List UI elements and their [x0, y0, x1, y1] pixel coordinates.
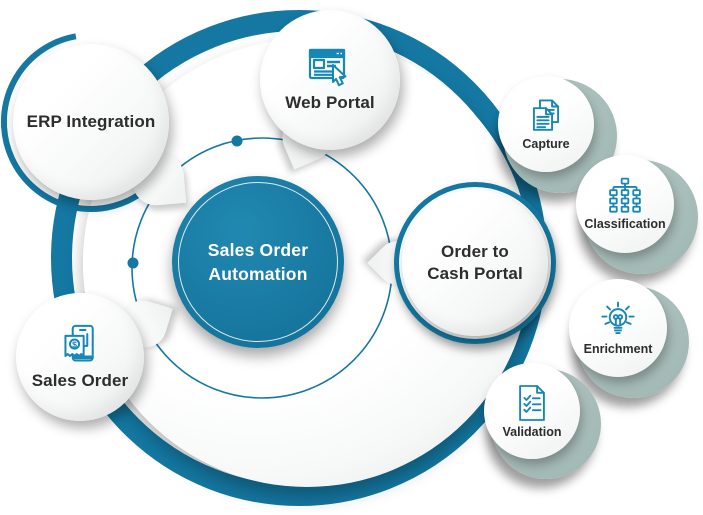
sales-order-label: Sales Order — [31, 370, 129, 390]
browser-cursor-icon — [308, 48, 347, 86]
validation-label: Validation — [502, 425, 562, 439]
hierarchy-icon — [609, 177, 641, 213]
node-sales-order: $ Sales Order — [16, 293, 144, 421]
svg-text:$: $ — [72, 339, 77, 349]
web-portal-label: Web Portal — [285, 92, 375, 112]
step-capture: Capture — [498, 76, 594, 172]
center-node-sales-order-automation: Sales Order Automation — [172, 176, 344, 348]
order-to-cash-line2: Cash Portal — [427, 264, 523, 283]
mobile-invoice-icon: $ — [64, 324, 94, 361]
center-label: Sales Order Automation — [208, 238, 308, 286]
lightbulb-icon — [601, 301, 635, 334]
node-web-portal: Web Portal — [260, 10, 400, 150]
node-order-to-cash: Order to Cash Portal — [402, 190, 548, 336]
orbit-dot-left — [127, 257, 139, 269]
erp-accent-arc — [0, 33, 149, 212]
step-enrichment: Enrichment — [569, 279, 667, 377]
center-label-line1: Sales Order — [207, 240, 309, 260]
documents-icon — [532, 99, 560, 131]
step-validation: Validation — [484, 363, 580, 459]
step-classification: Classification — [576, 155, 674, 253]
center-label-line2: Automation — [208, 264, 308, 284]
order-to-cash-label: Order to Cash Portal — [427, 241, 523, 285]
capture-label: Capture — [522, 137, 570, 151]
checklist-icon — [519, 385, 545, 421]
order-to-cash-line1: Order to — [441, 242, 509, 261]
node-erp-integration: ERP Integration — [13, 44, 169, 200]
erp-integration-label: ERP Integration — [26, 112, 156, 131]
classification-label: Classification — [584, 217, 666, 231]
enrichment-label: Enrichment — [583, 342, 653, 356]
orbit-dot-top — [231, 135, 243, 147]
